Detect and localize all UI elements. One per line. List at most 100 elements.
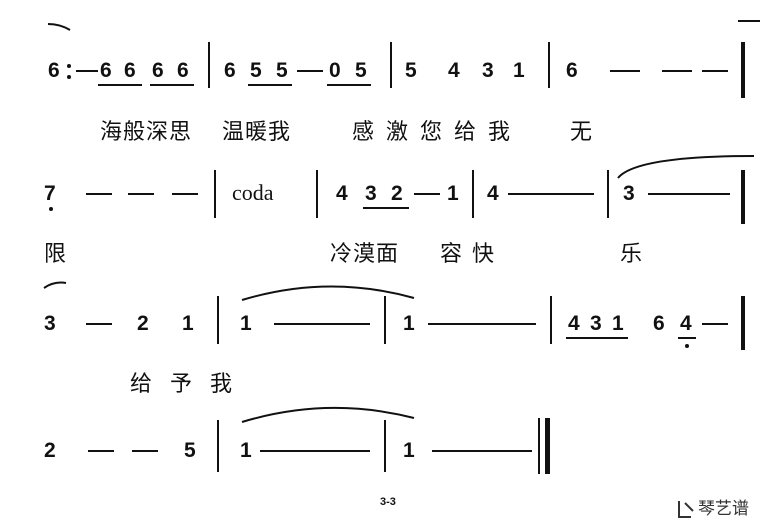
tie-mark bbox=[241, 406, 415, 423]
note: 3 bbox=[623, 182, 635, 205]
note: 1 bbox=[612, 312, 624, 335]
note: 2 bbox=[44, 439, 56, 462]
note: 6 bbox=[100, 59, 112, 82]
note: 6 bbox=[48, 59, 60, 82]
note: 4 bbox=[568, 312, 580, 335]
barline bbox=[741, 42, 745, 98]
dash bbox=[610, 70, 640, 72]
note: 4 bbox=[336, 182, 348, 205]
barline bbox=[390, 42, 392, 88]
underline bbox=[363, 207, 409, 209]
note: 6 bbox=[124, 59, 136, 82]
note: 5 bbox=[184, 439, 196, 462]
tie-mark bbox=[47, 23, 71, 31]
dash bbox=[297, 70, 323, 72]
note: 6 bbox=[566, 59, 578, 82]
note: 2 bbox=[137, 312, 149, 335]
dash bbox=[648, 193, 730, 195]
dot bbox=[67, 75, 71, 79]
note: 1 bbox=[513, 59, 525, 82]
dash bbox=[508, 193, 594, 195]
barline bbox=[550, 296, 552, 344]
final-barline bbox=[545, 418, 550, 474]
dash bbox=[172, 193, 198, 195]
underline bbox=[327, 84, 371, 86]
barline bbox=[538, 418, 540, 474]
dash bbox=[76, 70, 98, 72]
barline bbox=[607, 170, 609, 218]
barline bbox=[384, 420, 386, 472]
barline bbox=[472, 170, 474, 218]
underline bbox=[678, 337, 696, 339]
lyric: 海般深思 bbox=[100, 120, 193, 145]
underline bbox=[98, 84, 142, 86]
coda-mark: coda bbox=[232, 180, 274, 205]
tie-mark bbox=[43, 281, 67, 289]
note: 6 bbox=[653, 312, 665, 335]
lyric: 容快 bbox=[440, 242, 505, 267]
dot bbox=[49, 207, 53, 211]
dash bbox=[260, 450, 370, 452]
note: 4 bbox=[680, 312, 692, 335]
dash bbox=[132, 450, 158, 452]
note: 1 bbox=[447, 182, 459, 205]
barline bbox=[741, 170, 745, 224]
barline bbox=[217, 296, 219, 344]
note: 4 bbox=[487, 182, 499, 205]
note: 2 bbox=[391, 182, 403, 205]
lyric: 冷漠面 bbox=[330, 242, 400, 267]
dash bbox=[428, 323, 536, 325]
dash bbox=[702, 323, 728, 325]
note: 5 bbox=[355, 59, 367, 82]
barline bbox=[384, 296, 386, 344]
barline bbox=[548, 42, 550, 88]
note: 3 bbox=[482, 59, 494, 82]
dash bbox=[662, 70, 692, 72]
lyric: 无 bbox=[570, 120, 594, 145]
note: 5 bbox=[250, 59, 262, 82]
barline bbox=[217, 420, 219, 472]
note: 6 bbox=[224, 59, 236, 82]
lyric: 限 bbox=[44, 242, 68, 267]
logo-icon bbox=[678, 501, 694, 518]
dash bbox=[432, 450, 532, 452]
dash bbox=[414, 193, 440, 195]
barline bbox=[741, 296, 745, 350]
dash bbox=[86, 323, 112, 325]
note: 1 bbox=[240, 312, 252, 335]
note: 3 bbox=[44, 312, 56, 335]
note: 4 bbox=[448, 59, 460, 82]
note: 0 bbox=[329, 59, 341, 82]
site-logo: 琴艺谱 bbox=[676, 494, 749, 520]
tie-mark bbox=[241, 285, 415, 301]
dash bbox=[128, 193, 154, 195]
underline bbox=[150, 84, 194, 86]
note: 7 bbox=[44, 182, 56, 205]
tie-mark bbox=[738, 20, 760, 22]
note: 1 bbox=[403, 439, 415, 462]
note: 6 bbox=[177, 59, 189, 82]
dash bbox=[86, 193, 112, 195]
note: 1 bbox=[182, 312, 194, 335]
note: 6 bbox=[152, 59, 164, 82]
underline bbox=[566, 337, 628, 339]
lyric: 温暖我 bbox=[222, 120, 292, 145]
dot bbox=[67, 64, 71, 68]
dash bbox=[274, 323, 370, 325]
note: 3 bbox=[590, 312, 602, 335]
lyric: 给予我 bbox=[130, 372, 251, 397]
lyric: 乐 bbox=[620, 242, 644, 267]
underline bbox=[248, 84, 292, 86]
note: 3 bbox=[365, 182, 377, 205]
page-number: 3-3 bbox=[380, 496, 396, 508]
note: 1 bbox=[403, 312, 415, 335]
barline bbox=[214, 170, 216, 218]
note: 5 bbox=[276, 59, 288, 82]
note: 5 bbox=[405, 59, 417, 82]
dot bbox=[685, 344, 689, 348]
dash bbox=[702, 70, 728, 72]
logo-text: 琴艺谱 bbox=[698, 499, 749, 519]
lyric: 感激您给我 bbox=[352, 120, 523, 145]
note: 1 bbox=[240, 439, 252, 462]
dash bbox=[88, 450, 114, 452]
